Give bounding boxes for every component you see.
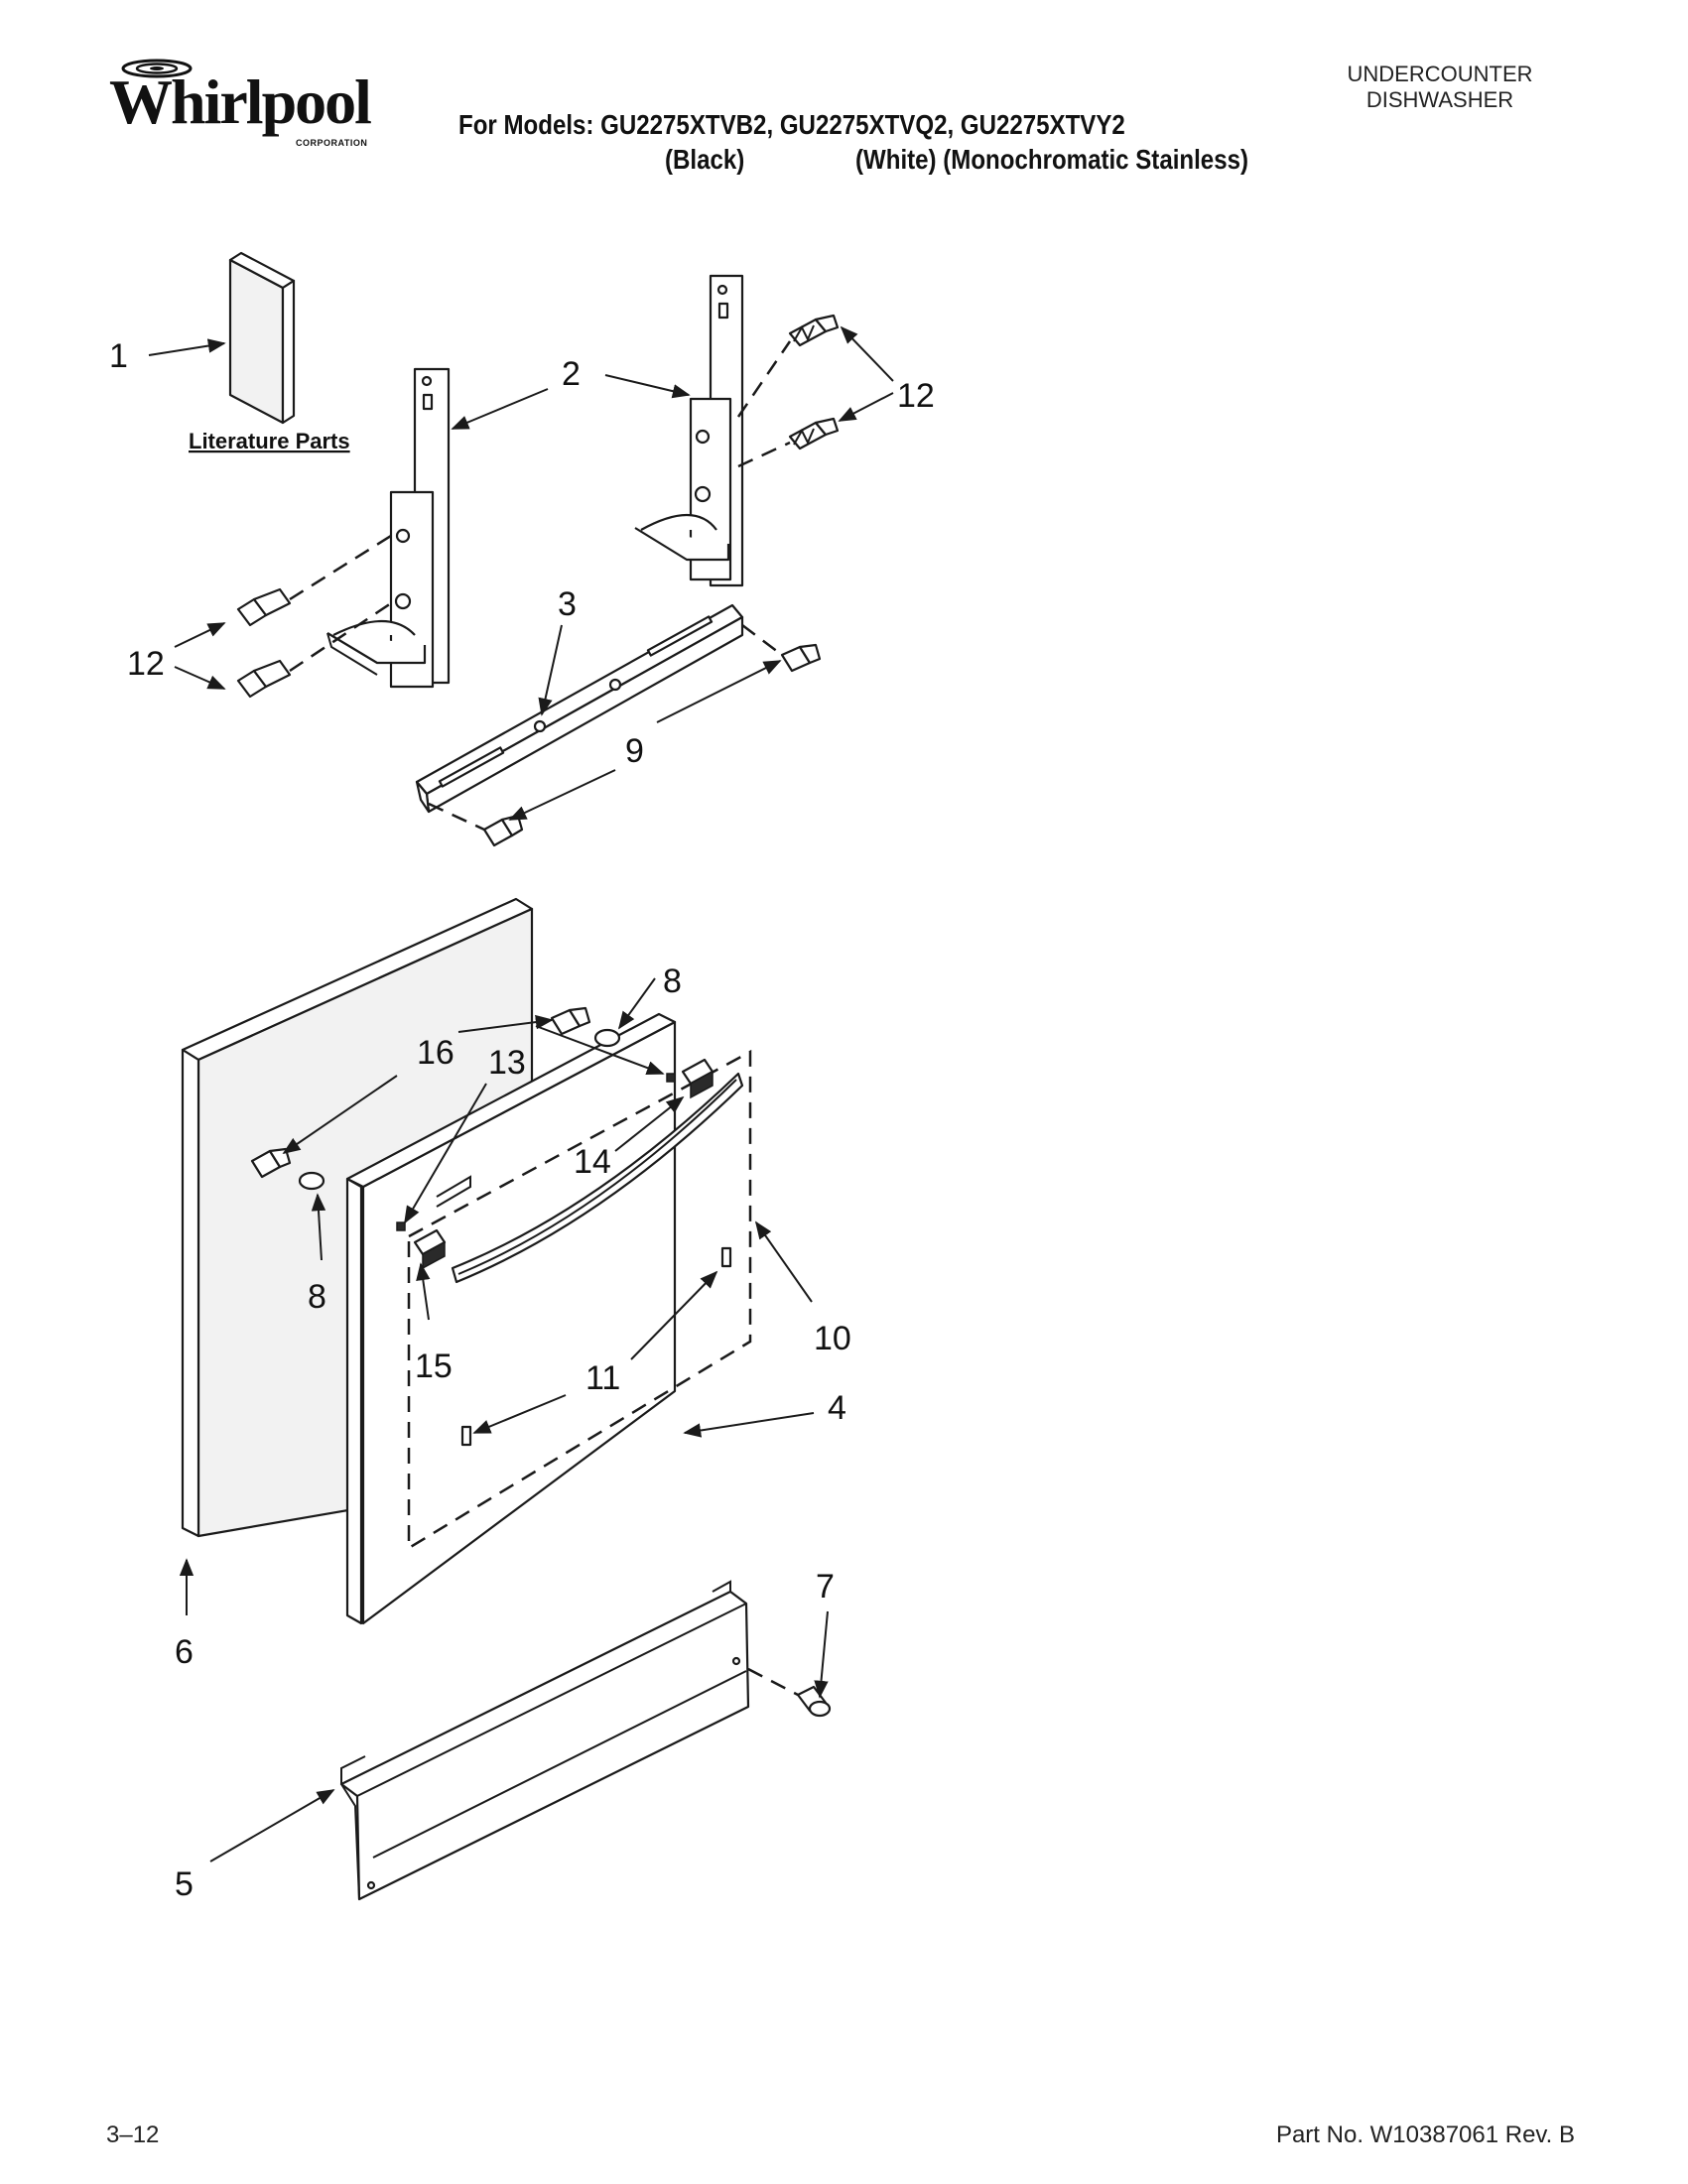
models-line: For Models: GU2275XTVB2, GU2275XTVQ2, GU…: [458, 109, 1125, 140]
set-screw-13-right: [666, 1073, 676, 1083]
leader-8-upper: [617, 977, 656, 1030]
leader-16-upper: [457, 1014, 554, 1033]
callout-12-right: 12: [897, 377, 935, 415]
door-handle: [451, 1072, 744, 1284]
leader-2-left: [451, 388, 549, 430]
screw-16-lower: [250, 1147, 292, 1179]
leader-9-right: [656, 660, 782, 723]
leader-13-right: [535, 1025, 665, 1076]
set-screw-13-left: [396, 1221, 406, 1231]
leader-9-left: [508, 769, 616, 821]
handle-end-cap-left: [413, 1228, 447, 1270]
screw-12-right-upper: [788, 314, 840, 347]
screw-9-right: [780, 643, 822, 673]
leader-3: [538, 624, 563, 716]
leader-16-lower: [282, 1075, 398, 1155]
leader-12-lower-left: [174, 666, 226, 690]
variant-white-label: (White) (Monochromatic Stainless): [855, 144, 1249, 175]
screw-12-right-lower: [788, 417, 840, 450]
callout-11: 11: [585, 1359, 620, 1397]
callout-2: 2: [562, 355, 581, 393]
callout-4: 4: [828, 1389, 846, 1427]
callout-3: 3: [558, 585, 577, 623]
handle-end-cap-right: [681, 1058, 714, 1099]
variant-black-label: (Black): [665, 144, 745, 175]
toe-kick-panel: [339, 1580, 750, 1901]
category-line-2: DISHWASHER: [1365, 87, 1514, 112]
washer-8-lower: [298, 1171, 325, 1191]
screw-12-left-upper: [236, 587, 292, 627]
page-number: 3–12: [106, 2121, 160, 2148]
leader-2-right: [604, 374, 691, 399]
leader-10: [754, 1220, 813, 1303]
screw-16-upper: [550, 1006, 591, 1036]
mounting-bracket-left: [326, 367, 451, 689]
leader-14: [614, 1095, 685, 1152]
leader-7: [814, 1610, 829, 1699]
whirlpool-logo: Whirlpool CORPORATION: [107, 55, 375, 154]
logo-corporation-text: CORPORATION: [296, 138, 368, 148]
leader-12-lower-right: [838, 392, 894, 422]
leader-8-lower: [311, 1193, 326, 1261]
callout-8-upper: 8: [663, 963, 682, 1000]
logo-swirl-icon: [121, 59, 193, 78]
door-liner-outline: [407, 1049, 752, 1551]
leader-11-left: [472, 1394, 567, 1434]
spacer-11-right: [720, 1246, 732, 1268]
leader-5: [209, 1789, 335, 1863]
category-line-1: UNDERCOUNTER: [1347, 62, 1533, 86]
callout-7: 7: [816, 1568, 835, 1606]
leader-1: [148, 338, 226, 356]
callout-5: 5: [175, 1865, 194, 1903]
screw-12-left-lower: [236, 659, 292, 699]
leader-12-upper-left: [174, 622, 226, 648]
literature-parts-label: Literature Parts: [189, 429, 350, 453]
callout-13: 13: [488, 1044, 526, 1082]
literature-booklet: [228, 251, 296, 425]
callout-14: 14: [574, 1143, 611, 1181]
callout-9: 9: [625, 732, 644, 770]
callout-10: 10: [814, 1320, 851, 1357]
callout-8-lower: 8: [308, 1278, 326, 1316]
leader-13-left: [404, 1083, 487, 1224]
mounting-rail: [415, 603, 744, 814]
callout-6: 6: [175, 1633, 194, 1671]
inner-door: [345, 1012, 677, 1625]
part-number: Part No. W10387061 Rev. B: [1275, 2121, 1575, 2148]
callout-12-left: 12: [127, 645, 165, 683]
leader-12-upper-right: [840, 325, 894, 382]
spacer-11-left: [460, 1425, 472, 1447]
screw-9-left: [482, 814, 524, 847]
washer-8-upper: [593, 1028, 621, 1048]
logo-wordmark: Whirlpool: [109, 66, 372, 137]
leader-4: [683, 1412, 815, 1438]
leader-11-right: [630, 1270, 718, 1360]
callout-1: 1: [109, 337, 128, 375]
callout-16: 16: [417, 1034, 454, 1072]
leader-15: [416, 1262, 431, 1321]
mounting-bracket-right: [634, 274, 744, 587]
callout-15: 15: [415, 1348, 453, 1385]
screw-7: [796, 1685, 832, 1718]
